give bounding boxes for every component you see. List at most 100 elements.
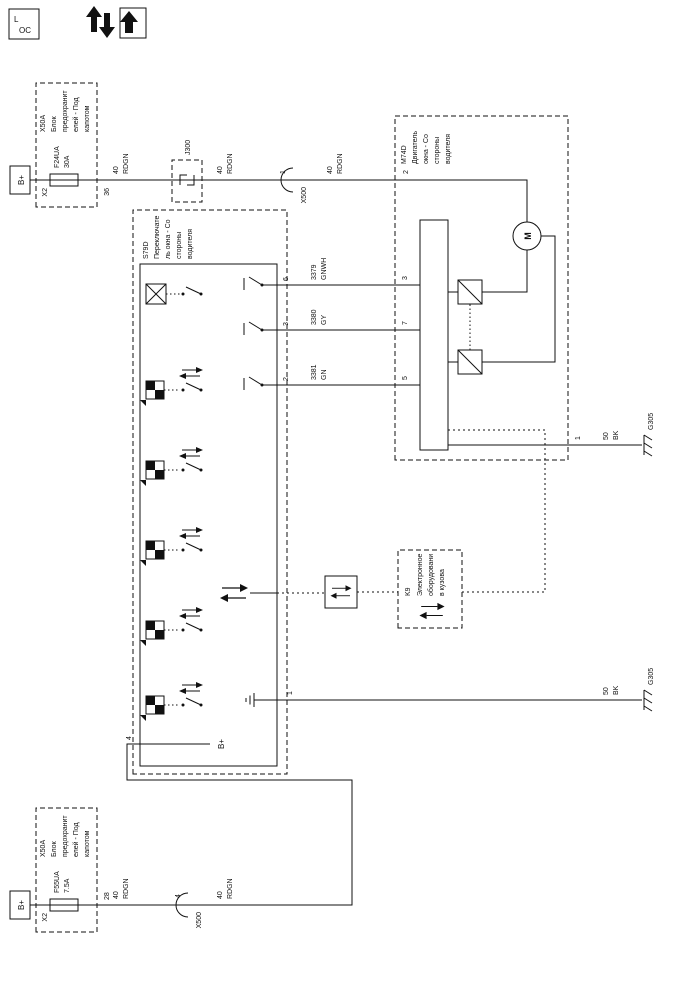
connector-id: X500	[196, 912, 203, 928]
data-node-box	[324, 575, 358, 609]
bplus-label: B+	[17, 900, 26, 910]
connector-id: X500	[301, 187, 308, 203]
fusebox-desc-1: Блок	[51, 840, 58, 857]
wire-circuit-3380: 3380	[311, 309, 318, 325]
switch-desc-2: ль окна - Со	[165, 219, 172, 259]
wire-color: RDGN	[227, 878, 234, 899]
wire-circuit: 40	[217, 166, 224, 174]
fusebox-desc-2: предохранит	[62, 815, 69, 857]
motor-feed-circuit: B+ X2 F24UA 30A X50A Блок предохранит ел…	[9, 82, 410, 208]
fusebox-desc-2: предохранит	[62, 90, 69, 132]
splice-j300: J300	[171, 140, 203, 203]
data-link-bus: K9 Электронное оборудовани в кузова	[277, 429, 546, 629]
ground-name: G305	[648, 668, 655, 685]
switch-id: S79D	[143, 241, 150, 259]
fusebox-desc-4: капотом	[84, 830, 91, 857]
wire-color-gy: GY	[321, 315, 328, 325]
switch-inner-box	[139, 263, 278, 767]
motor-symbol: M	[512, 221, 542, 251]
window-rocker-group	[139, 606, 204, 647]
connector-pin: 4	[175, 894, 182, 898]
ground-pin: 1	[287, 691, 294, 695]
loc-label-line2: OC	[19, 26, 31, 35]
window-motor-m74d: M74D Двигатель окна - Со стороны водител…	[394, 115, 655, 461]
fusebox-id: X50A	[40, 115, 47, 132]
switch-pin-6: 6	[283, 277, 290, 281]
motor-pin-5: 5	[402, 376, 409, 380]
switch-pin-3: 3	[283, 322, 290, 326]
ground-symbol	[643, 434, 653, 457]
switch-outer-box	[132, 209, 288, 775]
bplus-label: B+	[17, 175, 26, 185]
wire-color: RDGN	[337, 153, 344, 174]
header-icons: L OC	[8, 6, 147, 40]
switch-motor-wires: 6 3 2 3379 GNWH 3380 GY 3381 GN 3 7 5	[277, 258, 409, 386]
wire-color: RDGN	[123, 153, 130, 174]
body-control-k9: K9 Электронное оборудовани в кузова	[397, 549, 463, 629]
data-arrows-icon	[330, 584, 352, 600]
fuse-box-switch-feed	[35, 807, 98, 933]
motor-pin-7: 7	[402, 321, 409, 325]
k9-box	[397, 549, 463, 629]
wire-circuit-3379: 3379	[311, 264, 318, 280]
connector-pin: 1	[280, 170, 287, 174]
switch-feed-pin: 4	[126, 736, 133, 740]
switch-bplus-label: B+	[217, 739, 226, 749]
motor-desc-4: водителя	[445, 134, 452, 164]
k9-desc-1: Электронное	[417, 553, 424, 596]
wire-circuit: 40	[217, 891, 224, 899]
k9-desc-2: оборудовани	[427, 554, 435, 596]
fusebox-desc-4: капотом	[84, 105, 91, 132]
window-up-icon	[119, 7, 147, 39]
fuse-name: F55UA	[54, 871, 61, 893]
wire-color: RDGN	[227, 153, 234, 174]
power-window-icon	[86, 6, 115, 38]
switch-desc-1: Переключате	[154, 215, 161, 259]
motor-pin-2: 2	[403, 170, 410, 174]
motor-outer-box	[394, 115, 569, 461]
wire-circuit: 40	[327, 166, 334, 174]
ground-pin: 1	[575, 436, 582, 440]
fuse-rating: 7.5A	[64, 878, 71, 893]
fuse-symbol-f24ua	[49, 173, 79, 187]
window-rocker-group	[139, 681, 204, 722]
switch-contact-pin3	[243, 321, 278, 336]
k9-desc-3: в кузова	[439, 569, 446, 596]
motor-power-run	[395, 179, 528, 222]
window-switch-s79d: S79D Переключате ль окна - Со стороны во…	[126, 209, 655, 775]
splice-label: J300	[185, 140, 192, 155]
conn-x2-label: X2	[42, 188, 49, 197]
fuse-name: F24UA	[54, 146, 61, 168]
relay-contact-a	[448, 250, 528, 305]
lockout-switch-group	[145, 283, 203, 305]
conn-x2-label: X2	[42, 913, 49, 922]
wire-circuit: 40	[113, 166, 120, 174]
ground-symbol	[643, 689, 653, 712]
ground-circuit: 50	[603, 687, 610, 695]
k9-data-arrows-icon	[418, 602, 446, 620]
motor-desc-3: стороны	[434, 137, 441, 164]
motor-desc-2: окна - Со	[423, 134, 430, 164]
wire-circuit: 40	[113, 891, 120, 899]
ground-circuit: 50	[603, 432, 610, 440]
fuse-symbol-f55ua	[49, 898, 79, 912]
fusebox-desc-1: Блок	[51, 115, 58, 132]
window-rocker-group	[139, 446, 204, 487]
ground-color: BK	[613, 430, 620, 440]
wire-color-gn: GN	[321, 370, 328, 381]
bus-k9-to-motor	[448, 429, 546, 593]
switch-contact-pin2	[243, 376, 278, 391]
ground-color: BK	[613, 685, 620, 695]
motor-id: M74D	[401, 145, 408, 164]
switch-desc-4: водителя	[187, 229, 194, 259]
wire-color: RDGN	[123, 878, 130, 899]
fusebox-desc-3: елей - Под	[72, 97, 80, 132]
fuse-rating: 30A	[64, 155, 71, 168]
switch-contact-pin6	[243, 276, 278, 291]
ground-name: G305	[648, 413, 655, 430]
motor-letter: M	[523, 232, 533, 240]
loc-indicator: L OC	[8, 8, 40, 40]
wire-color-gnwh: GNWH	[321, 258, 328, 280]
